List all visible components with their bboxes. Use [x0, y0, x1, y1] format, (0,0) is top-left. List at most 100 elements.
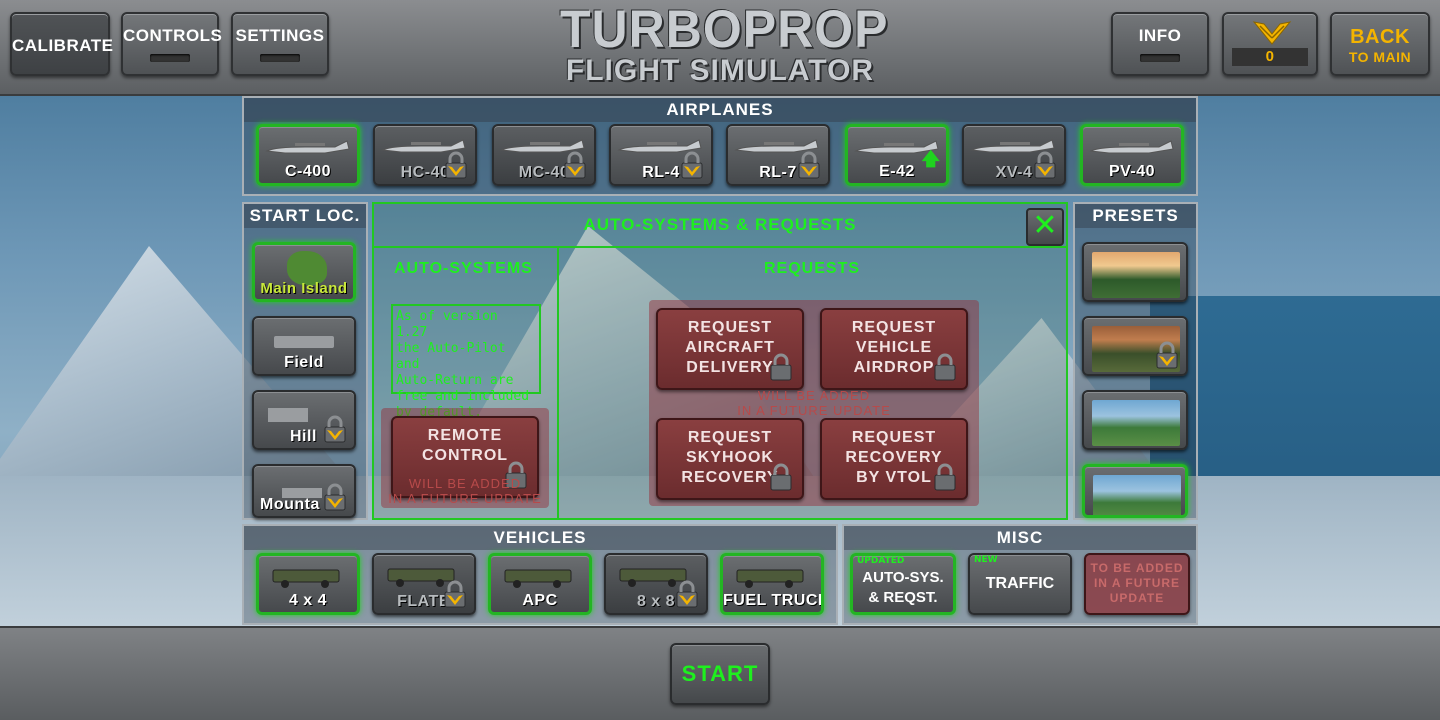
presets-header: PRESETS [1075, 204, 1196, 228]
request-recovery-vtol-button[interactable]: REQUEST RECOVERY BY VTOL [820, 418, 968, 500]
airplane-card[interactable]: E-42 🡅 [845, 124, 949, 186]
settings-button[interactable]: SETTINGS [231, 12, 329, 76]
request-vehicle-airdrop-button[interactable]: REQUEST VEHICLE AIRDROP [820, 308, 968, 390]
lock-icon [444, 580, 466, 608]
airplane-label: C-400 [284, 163, 332, 180]
auto-sys-line-1: AUTO-SYS. [862, 569, 944, 586]
airplane-icon [617, 139, 702, 153]
start-button[interactable]: START [670, 643, 770, 705]
close-icon[interactable]: ✕ [1026, 208, 1064, 246]
vehicle-label: FUEL TRUCK [723, 592, 824, 609]
airplane-card[interactable]: MC-40 [492, 124, 596, 186]
airplane-label: E-42 [879, 163, 915, 180]
misc-future-line: TO BE ADDED [1090, 561, 1184, 575]
airplane-card[interactable]: RL-7 [726, 124, 830, 186]
preset-thumbnail [1092, 252, 1180, 298]
vehicle-label: FLATB [397, 593, 451, 610]
lock-icon [934, 463, 956, 491]
future-line-2: IN A FUTURE UPDATE [737, 403, 891, 418]
vehicle-label: 8 x 8 [636, 593, 676, 610]
controls-label: CONTROLS [123, 26, 223, 45]
preset-4[interactable] [1082, 464, 1188, 518]
airplane-icon [381, 139, 466, 153]
note-line: free and included [396, 389, 530, 404]
airplane-label: XV-4 [995, 164, 1033, 181]
misc-future-line: UPDATE [1109, 591, 1165, 605]
airplane-card[interactable]: PV-40 [1080, 124, 1184, 186]
airplane-label: MC-40 [518, 164, 570, 181]
vehicle-card[interactable]: 4 x 4 [256, 553, 360, 615]
location-label: Mounta [260, 496, 320, 513]
title-line-2: FLIGHT SIMULATOR [565, 54, 875, 87]
future-line-1: WILL BE ADDED [757, 388, 871, 403]
req-line: RECOVERY [845, 449, 943, 466]
coins-counter[interactable]: 0 [1222, 12, 1318, 76]
vehicle-card[interactable]: FLATB [372, 553, 476, 615]
lock-icon [505, 461, 527, 489]
controls-button[interactable]: CONTROLS [121, 12, 223, 76]
airplane-label: RL-7 [759, 164, 797, 181]
vehicle-label: APC [522, 592, 558, 609]
lock-icon [1156, 341, 1178, 369]
req-line: REQUEST [687, 319, 773, 336]
island-map-icon [287, 251, 327, 285]
back-to-main-button[interactable]: BACK TO MAIN [1330, 12, 1430, 76]
modal-divider [557, 248, 559, 520]
misc-future-slot: TO BE ADDED IN A FUTURE UPDATE [1084, 553, 1190, 615]
preset-thumbnail [1092, 400, 1180, 446]
remote-control-button[interactable]: REMOTE CONTROL [391, 416, 539, 498]
req-line: VEHICLE [855, 339, 933, 356]
location-hill[interactable]: Hill [252, 390, 356, 450]
vehicle-icon [272, 569, 340, 588]
vehicles-header: VEHICLES [244, 526, 836, 550]
modal-title: AUTO-SYSTEMS & REQUESTS [374, 204, 1066, 248]
lock-icon [445, 151, 467, 179]
auto-systems-note: As of version 1.27 the Auto-Pilot and Au… [391, 304, 541, 420]
new-tag: NEW [974, 555, 998, 565]
vehicle-icon [736, 569, 804, 588]
location-main-island[interactable]: Main Island [252, 242, 356, 302]
location-label: Main Island [260, 280, 348, 297]
req-line: BY VTOL [856, 469, 932, 486]
traffic-label: TRAFFIC [985, 575, 1055, 592]
field-icon [274, 336, 334, 348]
location-mountain[interactable]: Mounta [252, 464, 356, 518]
remote-line-1: REMOTE [427, 427, 503, 444]
requests-header: REQUESTS [764, 260, 861, 277]
note-line: the Auto-Pilot and [396, 341, 506, 372]
note-line: As of version 1.27 [396, 309, 498, 340]
auto-sys-line-2: & REQST. [868, 589, 938, 606]
vehicle-icon [387, 568, 455, 587]
airplane-card[interactable]: C-400 [256, 124, 360, 186]
req-line: AIRCRAFT [685, 339, 775, 356]
location-field[interactable]: Field [252, 316, 356, 376]
game-title: TURBOPROP FLIGHT SIMULATOR [560, 1, 887, 87]
request-skyhook-recovery-button[interactable]: REQUEST SKYHOOK RECOVERY [656, 418, 804, 500]
misc-auto-systems-button[interactable]: UPDATED AUTO-SYS. & REQST. [850, 553, 956, 615]
airplane-label: RL-4 [642, 164, 680, 181]
preset-2[interactable] [1082, 316, 1188, 376]
vehicle-card[interactable]: APC [488, 553, 592, 615]
misc-traffic-button[interactable]: NEW TRAFFIC [968, 553, 1072, 615]
request-aircraft-delivery-button[interactable]: REQUEST AIRCRAFT DELIVERY [656, 308, 804, 390]
airplane-card[interactable]: HC-40 [373, 124, 477, 186]
future-line-2: IN A FUTURE UPDATE [388, 491, 542, 506]
vehicle-card[interactable]: 8 x 8 [604, 553, 708, 615]
vehicle-icon [504, 569, 572, 588]
upgrade-arrow-icon: 🡅 [921, 149, 940, 170]
airplane-card[interactable]: RL-4 [609, 124, 713, 186]
req-line: RECOVERY [681, 469, 779, 486]
top-bar: CALIBRATE CONTROLS SETTINGS TURBOPROP FL… [0, 0, 1440, 96]
info-button[interactable]: INFO [1111, 12, 1209, 76]
indicator-slot [1140, 54, 1180, 62]
indicator-slot [150, 54, 190, 62]
calibrate-button[interactable]: CALIBRATE [10, 12, 113, 76]
req-line: REQUEST [851, 319, 937, 336]
preset-3[interactable] [1082, 390, 1188, 450]
location-label: Hill [290, 428, 317, 445]
misc-future-line: IN A FUTURE [1093, 576, 1181, 590]
airplane-card[interactable]: XV-4 [962, 124, 1066, 186]
updated-tag: UPDATED [857, 556, 905, 566]
vehicle-card[interactable]: FUEL TRUCK [720, 553, 824, 615]
preset-1[interactable] [1082, 242, 1188, 302]
